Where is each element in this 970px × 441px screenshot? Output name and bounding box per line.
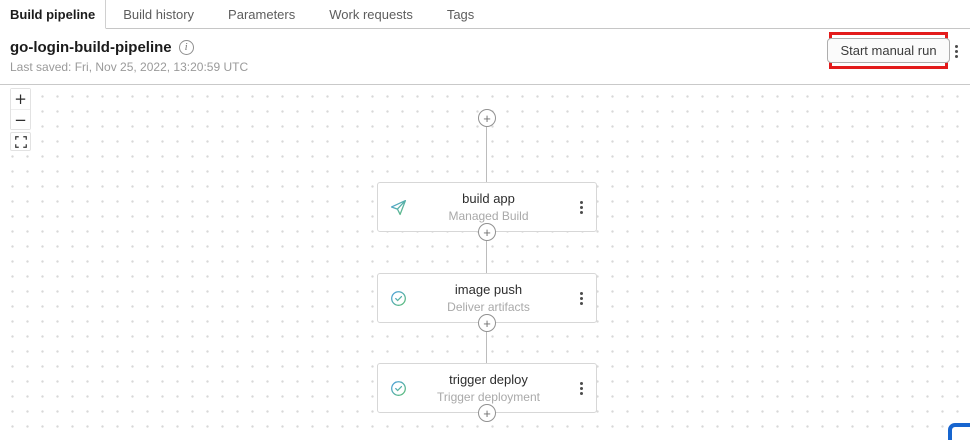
kebab-dot xyxy=(579,386,583,390)
start-manual-run-button[interactable]: Start manual run xyxy=(827,38,950,63)
kebab-dot xyxy=(954,49,958,53)
kebab-dot xyxy=(579,200,583,204)
stage-kebab-menu[interactable] xyxy=(570,290,592,306)
pipeline-connector-line xyxy=(486,118,487,414)
tab-bar-filler xyxy=(491,0,970,29)
cursor-wedge xyxy=(968,437,970,440)
kebab-dot xyxy=(579,391,583,395)
kebab-dot xyxy=(579,296,583,300)
header-kebab-menu[interactable] xyxy=(950,43,962,59)
last-saved-timestamp: Last saved: Fri, Nov 25, 2022, 13:20:59 … xyxy=(10,60,249,74)
zoom-controls: + − xyxy=(10,88,31,130)
tab-tags[interactable]: Tags xyxy=(429,0,492,29)
tab-build-history[interactable]: Build history xyxy=(106,0,212,29)
tab-bar: Build pipeline Build history Parameters … xyxy=(0,0,970,29)
kebab-dot xyxy=(579,291,583,295)
add-stage-button-3[interactable]: + xyxy=(478,404,496,422)
stage-kebab-menu[interactable] xyxy=(570,199,592,215)
add-stage-button-1[interactable]: + xyxy=(478,223,496,241)
pipeline-canvas[interactable]: + − + build app Managed Build + xyxy=(0,85,970,440)
cursor-overlay-icon xyxy=(948,423,970,440)
tab-build-pipeline[interactable]: Build pipeline xyxy=(0,0,107,29)
stage-name: image push xyxy=(454,282,523,298)
check-circle-icon xyxy=(391,290,406,306)
kebab-dot xyxy=(579,210,583,214)
stage-text: build app Managed Build xyxy=(407,190,570,224)
stage-type: Managed Build xyxy=(448,208,529,223)
add-stage-button-top[interactable]: + xyxy=(478,109,496,127)
stage-kebab-menu[interactable] xyxy=(570,380,592,396)
kebab-dot xyxy=(954,54,958,58)
info-icon[interactable]: i xyxy=(178,40,194,55)
zoom-out-button[interactable]: − xyxy=(11,109,30,129)
zoom-in-button[interactable]: + xyxy=(11,89,30,109)
tab-work-requests[interactable]: Work requests xyxy=(312,0,430,29)
add-stage-button-2[interactable]: + xyxy=(478,314,496,332)
stage-node-trigger-deploy[interactable]: trigger deploy Trigger deployment xyxy=(377,363,597,413)
kebab-dot xyxy=(579,381,583,385)
check-circle-icon xyxy=(391,380,406,396)
kebab-dot xyxy=(579,205,583,209)
stage-name: build app xyxy=(462,191,515,207)
tab-parameters[interactable]: Parameters xyxy=(211,0,313,29)
pipeline-header: go-login-build-pipeline i Last saved: Fr… xyxy=(0,29,970,85)
expand-icon xyxy=(14,135,27,148)
kebab-dot xyxy=(579,301,583,305)
paper-plane-icon xyxy=(390,199,407,215)
stage-text: image push Deliver artifacts xyxy=(407,281,570,315)
kebab-dot xyxy=(954,44,958,48)
annotation-highlight-box: Start manual run xyxy=(827,32,950,69)
stage-text: trigger deploy Trigger deployment xyxy=(407,371,570,405)
stage-type: Trigger deployment xyxy=(437,389,540,404)
stage-name: trigger deploy xyxy=(449,372,528,388)
page-title: go-login-build-pipeline xyxy=(10,39,172,56)
stage-type: Deliver artifacts xyxy=(447,299,530,314)
fit-to-screen-button[interactable] xyxy=(10,132,31,151)
